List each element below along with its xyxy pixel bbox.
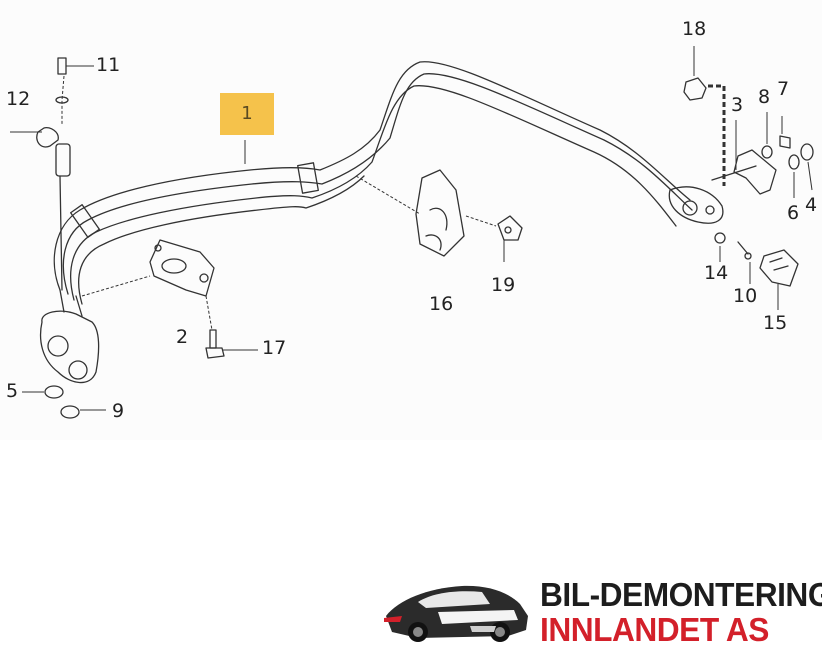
part-6-callout: 6 (787, 202, 800, 224)
ac-pipe-assembly (53, 61, 693, 305)
left-manifold-block (39, 289, 100, 384)
pipe-bracket (149, 239, 215, 297)
part-18-callout: 18 (682, 18, 707, 40)
leader-lines (10, 46, 813, 411)
part-16-callout: 16 (429, 293, 454, 315)
part-10-callout: 10 (733, 285, 758, 307)
part-2-callout: 2 (176, 326, 189, 348)
part-11-callout: 11 (96, 54, 121, 76)
part-17-callout: 17 (262, 337, 287, 359)
part-14-callout: 14 (704, 262, 729, 284)
pipe-clamp (415, 169, 465, 257)
part-8-callout: 8 (758, 86, 771, 108)
right-manifold-block (668, 186, 724, 224)
bolt (205, 329, 225, 359)
valve-insert (737, 241, 752, 260)
brand-logo (378, 574, 822, 648)
exploded-view-drawing (10, 46, 814, 419)
part-4-callout: 4 (805, 194, 818, 216)
brand-name-line2: INNLANDET AS (540, 611, 769, 648)
part-5-callout: 5 (6, 380, 19, 402)
part-12-callout: 12 (6, 88, 31, 110)
clip-nut (497, 215, 523, 241)
washers (761, 135, 814, 170)
o-ring-seal (714, 232, 726, 244)
sports-car-icon (384, 585, 528, 642)
flange-nut (683, 77, 707, 101)
service-valve-cap (36, 126, 71, 291)
parts-diagram: 1 11 12 2 17 5 9 16 19 18 3 8 7 6 4 14 1… (6, 18, 818, 422)
pressure-switch (759, 249, 799, 287)
clamp-plate (711, 149, 777, 195)
part-7-callout: 7 (777, 78, 790, 100)
part-1-callout-highlight: 1 (220, 93, 274, 135)
part-9-callout: 9 (112, 400, 125, 422)
part-3-callout: 3 (731, 94, 744, 116)
brand-name-line1: BIL-DEMONTERING (540, 576, 822, 613)
o-ring-5 (44, 385, 64, 399)
part-15-callout: 15 (763, 312, 788, 334)
part-19-callout: 19 (491, 274, 516, 296)
o-ring-9 (60, 405, 80, 419)
